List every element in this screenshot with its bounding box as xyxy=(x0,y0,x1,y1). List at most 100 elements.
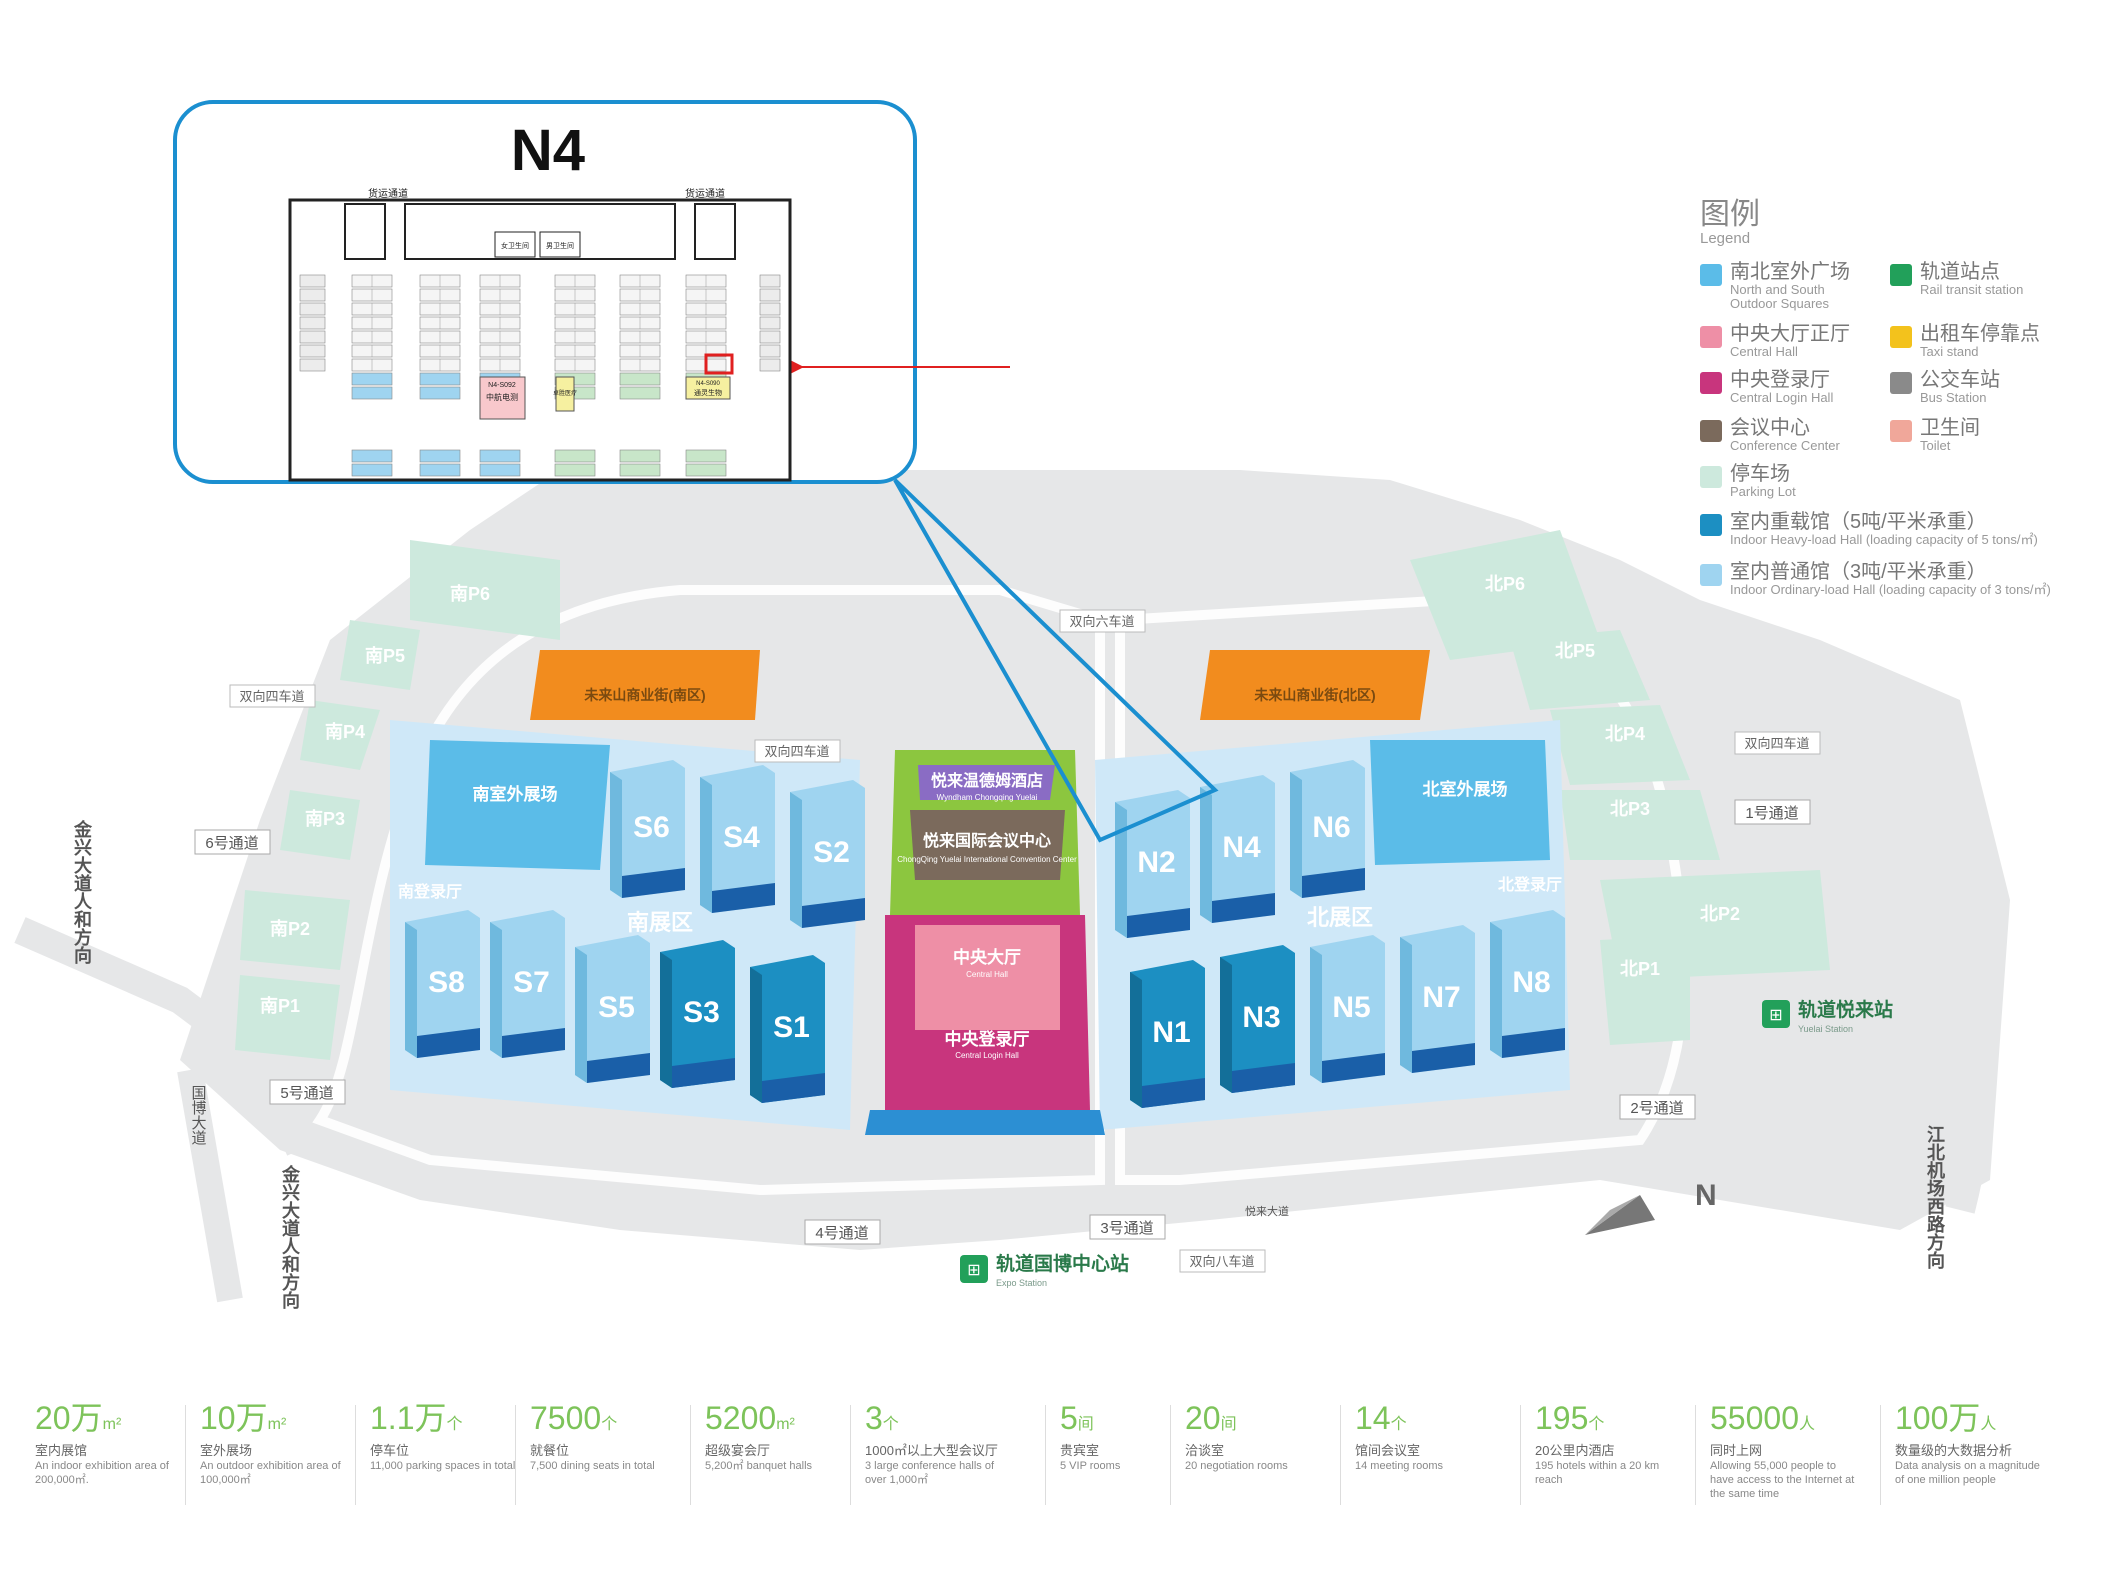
hall-s7[interactable]: S7 xyxy=(490,910,565,1058)
booth-cell[interactable] xyxy=(554,449,596,463)
booth-cell[interactable] xyxy=(419,386,461,400)
legend-item-5: 室内重载馆（5吨/平米承重）Indoor Heavy-load Hall (lo… xyxy=(1700,511,2080,547)
booth-cell[interactable] xyxy=(759,288,781,302)
booth-cell[interactable] xyxy=(479,449,521,463)
parking-south-4[interactable] xyxy=(300,700,380,770)
central-hall-label[interactable]: 中央大厅 xyxy=(953,947,1021,967)
parking-south-1[interactable] xyxy=(235,975,340,1060)
booth-cell[interactable] xyxy=(759,358,781,372)
parking-north-4[interactable] xyxy=(1550,705,1690,785)
booth-cell[interactable] xyxy=(299,330,326,344)
booth-cell[interactable] xyxy=(299,344,326,358)
station-expo[interactable]: ⊞ 轨道国博中心站 Expo Station xyxy=(960,1252,1129,1288)
hall-s2[interactable]: S2 xyxy=(790,780,865,928)
booth-cell[interactable] xyxy=(479,463,521,477)
booth-cell[interactable] xyxy=(685,449,727,463)
north-outdoor-square[interactable] xyxy=(1370,740,1550,865)
hall-s6[interactable]: S6 xyxy=(610,760,685,898)
booth-cell[interactable] xyxy=(554,463,596,477)
conference-block[interactable] xyxy=(910,810,1065,880)
gate-1-box[interactable] xyxy=(1734,799,1811,825)
lane-six-label: 双向六车道 xyxy=(1069,614,1134,629)
parking-north-5[interactable] xyxy=(1510,630,1650,710)
parking-north-6[interactable] xyxy=(1410,530,1600,660)
hall-n2[interactable]: N2 xyxy=(1115,790,1190,938)
map-labels: 南室外展场 北室外展场 南展区 北展区 南登录厅 北登录厅 未来山商业街(南区)… xyxy=(398,687,1562,1060)
parking-north-1[interactable] xyxy=(1600,935,1690,1045)
stat-divider xyxy=(1340,1405,1341,1505)
south-street-label[interactable]: 未来山商业街(南区) xyxy=(584,687,705,703)
booth-cell[interactable] xyxy=(299,274,326,288)
stat-divider xyxy=(355,1405,356,1505)
parking-south-3[interactable] xyxy=(280,790,360,860)
lane-four-b-box xyxy=(754,739,841,763)
booth-cell[interactable] xyxy=(759,344,781,358)
central-login-label[interactable]: 中央登录厅 xyxy=(945,1029,1030,1049)
booth-cell[interactable] xyxy=(351,449,393,463)
hotel-label[interactable]: 悦来温德姆酒店 xyxy=(931,771,1043,790)
north-street-label[interactable]: 未来山商业街(北区) xyxy=(1254,687,1375,703)
gate-6-box[interactable] xyxy=(194,829,271,855)
hall-s3[interactable]: S3 xyxy=(660,940,735,1088)
hall-n7[interactable]: N7 xyxy=(1400,925,1475,1073)
parking-south-5[interactable] xyxy=(340,620,420,690)
booth-cell[interactable] xyxy=(419,463,461,477)
booth-cell[interactable] xyxy=(759,302,781,316)
gate-3-box[interactable] xyxy=(1089,1214,1166,1240)
booth-cell[interactable] xyxy=(619,372,661,386)
station-yuelai[interactable]: ⊞ 轨道悦来站 Yuelai Station xyxy=(1762,998,1893,1034)
booth-cell[interactable] xyxy=(619,463,661,477)
conference-label[interactable]: 悦来国际会议中心 xyxy=(923,831,1051,850)
booth-cell[interactable] xyxy=(299,288,326,302)
hall-n4[interactable]: N4 xyxy=(1200,775,1275,923)
booth-cell[interactable] xyxy=(419,372,461,386)
hall-n8[interactable]: N8 xyxy=(1490,910,1565,1058)
hall-s1[interactable]: S1 xyxy=(750,955,825,1103)
south-reg-label[interactable]: 南登录厅 xyxy=(398,882,462,901)
gate-3-label: 3号通道 xyxy=(1100,1220,1153,1237)
booth-zhonghang[interactable] xyxy=(479,376,526,420)
stat-label-en: 5 VIP rooms xyxy=(1060,1460,1121,1472)
hall-n6[interactable]: N6 xyxy=(1290,760,1365,898)
booth-cell[interactable] xyxy=(619,386,661,400)
booth-cell[interactable] xyxy=(351,386,393,400)
hall-n1[interactable]: N1 xyxy=(1130,960,1205,1108)
central-hall[interactable] xyxy=(915,925,1060,1030)
booth-cell[interactable] xyxy=(299,316,326,330)
booth-zhuosheng[interactable] xyxy=(555,376,575,412)
hall-s8[interactable]: S8 xyxy=(405,910,480,1058)
gate-2-box[interactable] xyxy=(1619,1094,1696,1120)
north-reg-label[interactable]: 北登录厅 xyxy=(1498,875,1562,894)
booth-cell[interactable] xyxy=(299,302,326,316)
parking-south-6[interactable] xyxy=(410,540,560,640)
booth-tongling[interactable] xyxy=(685,376,731,400)
booth-cell[interactable] xyxy=(619,449,661,463)
booth-cell[interactable] xyxy=(759,330,781,344)
booth-cell[interactable] xyxy=(419,449,461,463)
booth-cell[interactable] xyxy=(685,463,727,477)
booth-cell[interactable] xyxy=(351,463,393,477)
booth-cell[interactable] xyxy=(759,274,781,288)
hall-base xyxy=(672,1058,735,1088)
hotel-block[interactable] xyxy=(918,765,1055,800)
booth-cell[interactable] xyxy=(299,358,326,372)
parking-north-3[interactable] xyxy=(1560,790,1720,860)
hall-s5[interactable]: S5 xyxy=(575,935,650,1083)
guobo-road xyxy=(177,1067,243,1303)
south-commercial-street[interactable] xyxy=(530,650,760,720)
south-outdoor-square[interactable] xyxy=(425,740,610,870)
gate-5-box[interactable] xyxy=(269,1079,346,1105)
hall-n5[interactable]: N5 xyxy=(1310,935,1385,1083)
hall-s4[interactable]: S4 xyxy=(700,765,775,913)
booth-cell[interactable] xyxy=(759,316,781,330)
hall-side xyxy=(1490,922,1502,1058)
hall-n3[interactable]: N3 xyxy=(1220,945,1295,1093)
booth-cell[interactable] xyxy=(351,372,393,386)
parking-south-2[interactable] xyxy=(240,890,350,970)
north-commercial-street[interactable] xyxy=(1200,650,1430,720)
gate-4-box[interactable] xyxy=(804,1219,881,1245)
